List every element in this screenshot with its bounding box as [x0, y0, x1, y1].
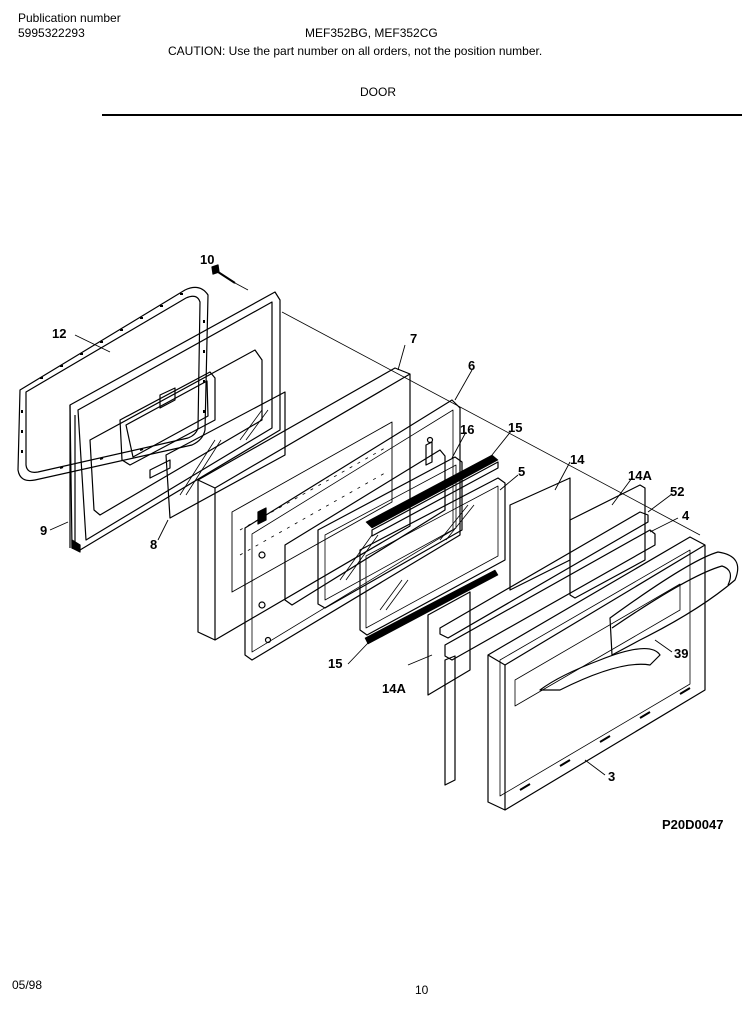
section-title: DOOR — [360, 85, 396, 99]
callout-14a-bottom: 14A — [382, 681, 406, 696]
footer-date: 05/98 — [12, 978, 43, 992]
gasket-part-12 — [17, 286, 209, 482]
window-glass-part-5 — [359, 477, 506, 636]
callout-5: 5 — [518, 464, 525, 479]
publication-label: Publication number — [18, 11, 121, 25]
handle-part-39 — [609, 551, 739, 656]
trim-part-14a — [569, 484, 646, 599]
figure-code: P20D0047 — [662, 817, 723, 832]
glass-part-8 — [165, 391, 286, 519]
leader-lines — [49, 334, 679, 776]
callout-9: 9 — [40, 523, 47, 538]
door-liner-part-9 — [69, 291, 281, 553]
insulation-part-7 — [197, 367, 411, 641]
callout-52: 52 — [670, 484, 684, 499]
callout-8: 8 — [150, 537, 157, 552]
outer-door-part-3 — [487, 536, 706, 811]
callout-3: 3 — [608, 769, 615, 784]
callout-10: 10 — [200, 252, 214, 267]
callout-4: 4 — [682, 508, 690, 523]
callout-14a-top: 14A — [628, 468, 652, 483]
model-numbers: MEF352BG, MEF352CG — [305, 26, 438, 40]
screw-part-10 — [211, 264, 236, 284]
callout-15-bottom: 15 — [328, 656, 342, 671]
callout-16: 16 — [460, 422, 474, 437]
clip-part-15-bottom — [364, 569, 499, 645]
callout-12: 12 — [52, 326, 66, 341]
publication-number: 5995322293 — [18, 26, 85, 40]
trim-part-52 — [439, 511, 649, 639]
callout-39: 39 — [674, 646, 688, 661]
clip-part-15-top — [365, 454, 499, 537]
header-rule — [102, 114, 742, 116]
alignment-lines — [234, 282, 701, 536]
caution-note: CAUTION: Use the part number on all orde… — [168, 44, 543, 58]
callout-15-top: 15 — [508, 420, 522, 435]
callout-14: 14 — [570, 452, 585, 467]
page-number: 10 — [415, 983, 429, 997]
callout-6: 6 — [468, 358, 475, 373]
trim-part-4 — [444, 529, 656, 786]
callout-7: 7 — [410, 331, 417, 346]
